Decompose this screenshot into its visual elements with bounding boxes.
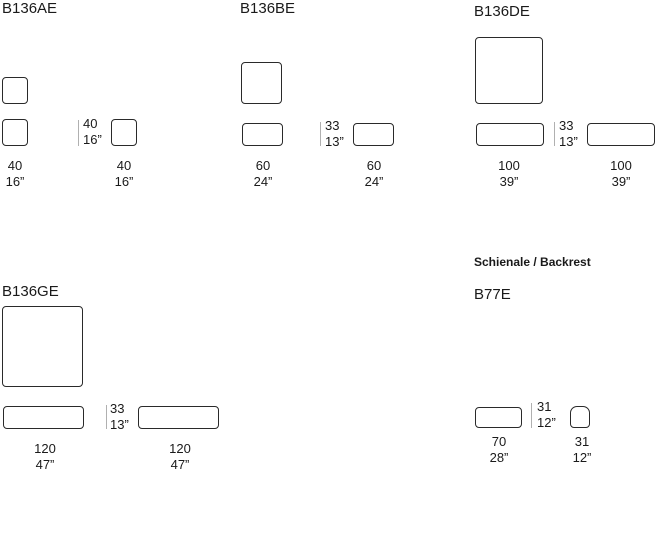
width-cm: 120 <box>34 441 56 456</box>
height-in: 16” <box>83 132 102 147</box>
height-dimension: 40 16” <box>83 116 102 148</box>
height-dimension: 33 13” <box>559 118 578 150</box>
side-view-outline <box>353 123 394 146</box>
height-dimension: 33 13” <box>110 401 129 433</box>
width-cm: 70 <box>491 434 507 449</box>
height-dimension-line <box>554 122 555 146</box>
front-view-outline <box>3 406 84 429</box>
front-dimension: 60 24” <box>243 158 283 190</box>
height-dimension-line <box>531 403 532 428</box>
side-view-outline <box>138 406 219 429</box>
side-view-outline <box>587 123 655 146</box>
width-in: 28” <box>489 450 509 465</box>
height-in: 13” <box>559 134 578 149</box>
depth-in: 12” <box>572 450 592 465</box>
depth-cm: 100 <box>610 158 632 173</box>
front-view-outline <box>242 123 283 146</box>
model-code: B136BE <box>240 0 296 17</box>
side-dimension: 31 12” <box>567 434 597 466</box>
front-dimension: 120 47” <box>24 441 66 473</box>
depth-in: 24” <box>364 174 384 189</box>
side-view-outline <box>111 119 137 146</box>
front-view-outline <box>2 119 28 146</box>
height-cm: 33 <box>559 118 574 133</box>
top-view-outline <box>475 37 543 104</box>
depth-cm: 31 <box>574 434 590 449</box>
height-dimension-line <box>106 405 107 429</box>
width-cm: 60 <box>255 158 271 173</box>
side-dimension: 60 24” <box>354 158 394 190</box>
front-view-outline <box>475 407 522 428</box>
depth-in: 16” <box>114 174 134 189</box>
width-cm: 100 <box>498 158 520 173</box>
front-dimension: 100 39” <box>488 158 530 190</box>
height-dimension-line <box>320 122 321 146</box>
depth-in: 39” <box>611 174 631 189</box>
height-in: 12” <box>537 415 556 430</box>
top-view-outline <box>2 306 83 387</box>
side-view-outline <box>570 406 590 428</box>
height-cm: 33 <box>325 118 340 133</box>
width-in: 39” <box>499 174 519 189</box>
height-cm: 31 <box>537 399 552 414</box>
front-view-outline <box>476 123 544 146</box>
depth-cm: 120 <box>169 441 191 456</box>
top-view-outline <box>241 62 282 104</box>
width-cm: 40 <box>7 158 23 173</box>
height-cm: 40 <box>83 116 98 131</box>
height-dimension-line <box>78 120 79 146</box>
depth-cm: 40 <box>116 158 132 173</box>
height-in: 13” <box>110 417 129 432</box>
side-dimension: 120 47” <box>159 441 201 473</box>
front-dimension: 70 28” <box>484 434 514 466</box>
side-dimension: 40 16” <box>109 158 139 190</box>
model-code: B77E <box>474 286 511 303</box>
front-dimension: 40 16” <box>0 158 30 190</box>
model-code: B136AE <box>2 0 58 17</box>
height-dimension: 33 13” <box>325 118 344 150</box>
model-code: B136GE <box>2 283 59 300</box>
width-in: 16” <box>5 174 25 189</box>
side-dimension: 100 39” <box>600 158 642 190</box>
model-code: B136DE <box>474 3 530 20</box>
height-in: 13” <box>325 134 344 149</box>
backrest-heading: Schienale / Backrest <box>474 255 591 269</box>
depth-in: 47” <box>170 457 190 472</box>
height-cm: 33 <box>110 401 125 416</box>
width-in: 24” <box>253 174 273 189</box>
height-dimension: 31 12” <box>537 399 556 431</box>
top-view-outline <box>2 77 28 104</box>
width-in: 47” <box>35 457 55 472</box>
depth-cm: 60 <box>366 158 382 173</box>
